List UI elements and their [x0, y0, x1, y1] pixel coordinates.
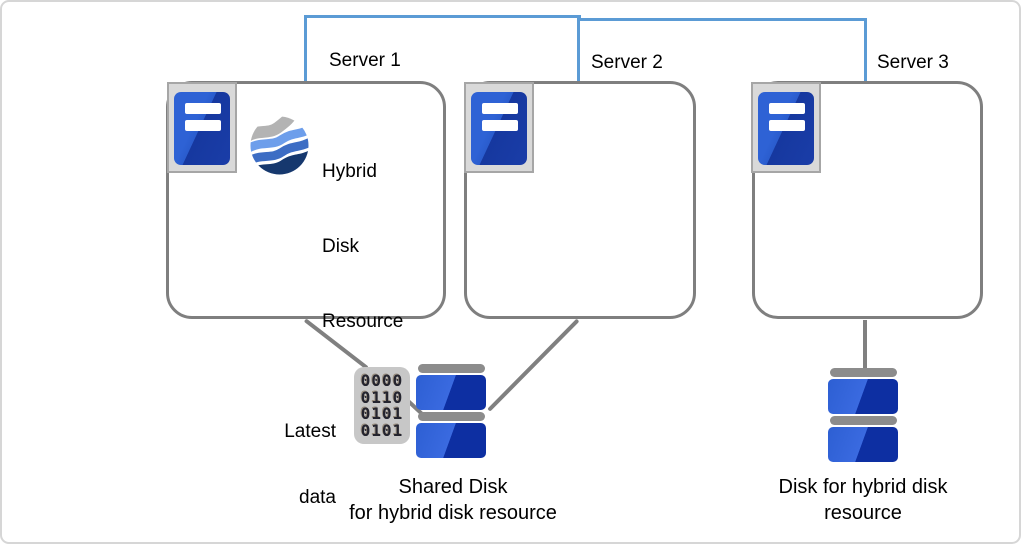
latest-data-label: Latest data	[244, 377, 336, 542]
binary-row: 0101	[360, 420, 404, 440]
server1-icon	[167, 82, 237, 173]
shared-disk-icon	[416, 364, 486, 458]
interconnect-drop-server2	[577, 15, 580, 82]
server-icon-slot	[482, 103, 518, 114]
binary-row: 0000	[360, 371, 404, 390]
disk-body	[828, 427, 898, 462]
disk-platter	[417, 364, 485, 373]
server-icon-slot	[482, 120, 518, 131]
server-icon-slot	[769, 103, 805, 114]
hybrid-disk-resource-label: Hybrid Disk Resource	[322, 109, 403, 384]
hybrid-disk-resource-icon	[250, 116, 309, 175]
server2-icon	[464, 82, 534, 173]
shared-disk-caption-line1: Shared Disk	[398, 476, 508, 498]
hybrid-label-line2: Disk	[322, 236, 359, 257]
interconnect-drop-server1	[304, 15, 307, 82]
disk-body	[828, 379, 898, 414]
server1-label: Server 1	[329, 50, 401, 71]
server-icon-body	[174, 92, 230, 165]
shared-disk-caption: Shared Disk for hybrid disk resource	[323, 474, 583, 526]
disk-body	[416, 375, 486, 410]
hybrid-disk-caption: Disk for hybrid disk resource	[743, 474, 983, 526]
server-icon-slot	[769, 120, 805, 131]
hybrid-disk-icon	[828, 368, 898, 462]
hybrid-disk-caption-line2: resource	[824, 502, 902, 524]
server-icon-slot	[185, 103, 221, 114]
binary-row: 0110	[360, 387, 404, 407]
hybrid-disk-caption-line1: Disk for hybrid disk	[778, 476, 948, 498]
binary-data-icon: 0000 0110 0101 0101	[354, 367, 410, 444]
connector-server2-shared-disk	[487, 318, 580, 412]
disk-body	[416, 423, 486, 458]
server-icon-body	[758, 92, 814, 165]
disk-platter	[829, 416, 897, 425]
interconnect-line-top-2	[577, 18, 867, 21]
connector-server3-disk	[863, 320, 867, 371]
server3-icon	[751, 82, 821, 173]
server-icon-body	[471, 92, 527, 165]
latest-data-line1: Latest	[284, 421, 336, 442]
latest-data-line2: data	[299, 487, 336, 508]
hybrid-label-line1: Hybrid	[322, 161, 377, 182]
disk-platter	[417, 412, 485, 421]
binary-row: 0101	[360, 404, 404, 423]
server-icon-slot	[185, 120, 221, 131]
disk-platter	[829, 368, 897, 377]
shared-disk-caption-line2: for hybrid disk resource	[349, 502, 557, 524]
interconnect-drop-server3	[864, 18, 867, 82]
server3-label: Server 3	[877, 52, 949, 73]
server2-label: Server 2	[591, 52, 663, 73]
interconnect-line-top-1	[304, 15, 581, 18]
hybrid-label-line3: Resource	[322, 311, 404, 332]
